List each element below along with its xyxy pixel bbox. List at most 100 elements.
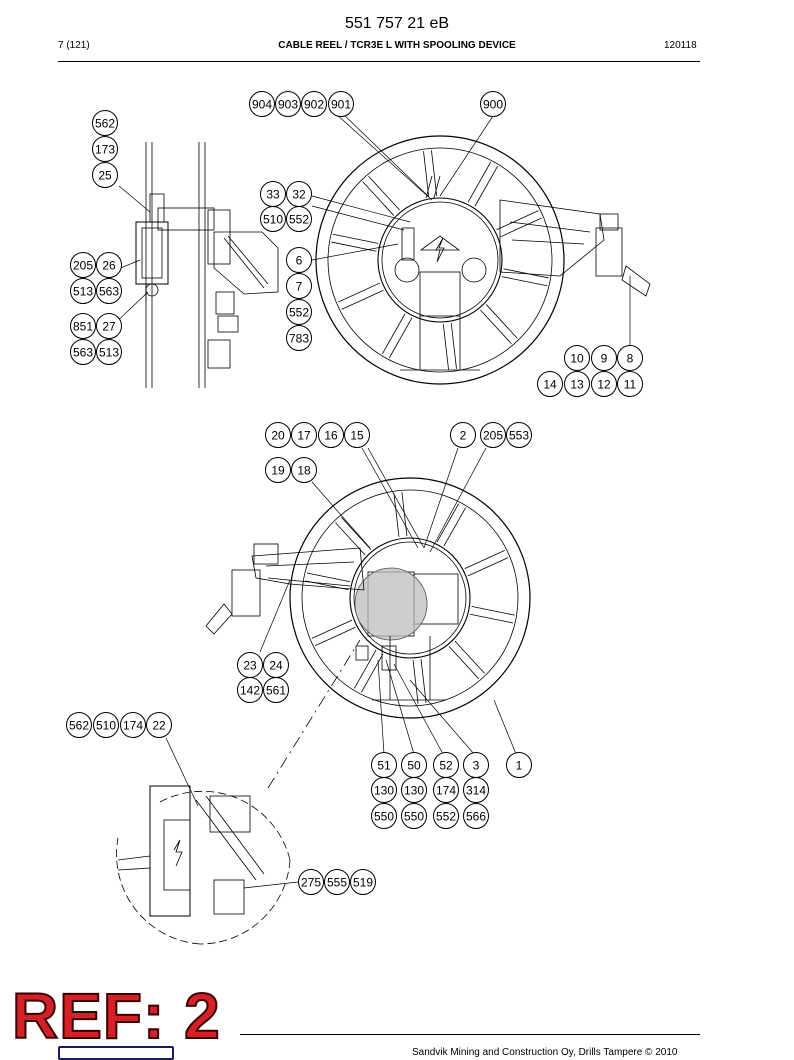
part-number: 902 <box>304 98 324 112</box>
part-callout: 8 <box>617 345 643 371</box>
leader-lines <box>109 111 631 889</box>
part-number: 562 <box>69 719 89 733</box>
part-callout: 27 <box>96 313 122 339</box>
part-number: 52 <box>439 759 453 773</box>
part-callout: 783 <box>286 325 312 351</box>
part-number: 566 <box>466 810 486 824</box>
part-callout: 173 <box>92 136 118 162</box>
part-number: 510 <box>96 719 116 733</box>
part-callout: 510 <box>260 206 286 232</box>
footer-divider <box>240 1034 700 1035</box>
part-callout: 130 <box>401 777 427 803</box>
part-number: 901 <box>331 98 351 112</box>
part-number: 904 <box>252 98 272 112</box>
part-number: 11 <box>624 378 637 392</box>
part-callout: 555 <box>324 869 350 895</box>
part-callout: 550 <box>371 803 397 829</box>
part-callout: 174 <box>433 777 459 803</box>
part-number: 205 <box>73 259 93 273</box>
part-callout: 7 <box>286 273 312 299</box>
part-callout: 552 <box>286 299 312 325</box>
part-number: 552 <box>289 213 309 227</box>
part-callout: 16 <box>318 422 344 448</box>
part-number: 23 <box>243 659 257 673</box>
part-callout: 566 <box>463 803 489 829</box>
part-callout: 3 <box>463 752 489 778</box>
part-number: 510 <box>263 213 283 227</box>
part-callout: 902 <box>301 91 327 117</box>
part-callout: 10 <box>564 345 590 371</box>
part-number: 27 <box>102 320 116 334</box>
part-callout: 552 <box>433 803 459 829</box>
part-number: 550 <box>374 810 394 824</box>
part-number: 173 <box>95 143 115 157</box>
part-number: 32 <box>292 188 306 202</box>
part-number: 10 <box>570 352 584 366</box>
part-number: 51 <box>377 759 391 773</box>
part-callout: 6 <box>286 247 312 273</box>
part-number: 130 <box>404 784 424 798</box>
part-callout: 904 <box>249 91 275 117</box>
part-callout: 513 <box>70 278 96 304</box>
part-number: 22 <box>152 719 166 733</box>
part-callout: 52 <box>433 752 459 778</box>
part-callout: 174 <box>120 712 146 738</box>
date-code: 120118 <box>664 40 697 51</box>
part-number: 24 <box>269 659 283 673</box>
part-number: 174 <box>123 719 143 733</box>
part-number: 2 <box>460 429 467 443</box>
part-number: 16 <box>324 429 338 443</box>
drawing-lines <box>109 111 651 945</box>
part-number: 6 <box>296 254 303 268</box>
part-callout: 12 <box>591 371 617 397</box>
part-number: 563 <box>99 285 119 299</box>
part-number: 550 <box>404 810 424 824</box>
part-number: 130 <box>374 784 394 798</box>
part-callout: 11 <box>617 371 643 397</box>
part-number: 174 <box>436 784 456 798</box>
header-divider <box>58 61 700 62</box>
part-number: 9 <box>601 352 608 366</box>
part-number: 561 <box>266 684 286 698</box>
part-number: 205 <box>483 429 503 443</box>
part-callout: 900 <box>480 91 506 117</box>
part-number: 7 <box>296 280 303 294</box>
part-callout: 17 <box>291 422 317 448</box>
part-callout: 562 <box>66 712 92 738</box>
part-callout: 18 <box>291 457 317 483</box>
part-callout: 23 <box>237 652 263 678</box>
part-number: 20 <box>271 429 285 443</box>
part-number: 50 <box>407 759 421 773</box>
part-callout: 26 <box>96 252 122 278</box>
part-number: 17 <box>297 429 311 443</box>
reel-side-view <box>135 142 279 388</box>
part-callout: 562 <box>92 110 118 136</box>
part-callout: 19 <box>265 457 291 483</box>
part-callout: 1 <box>506 752 532 778</box>
part-callout: 33 <box>260 181 286 207</box>
part-number: 903 <box>278 98 298 112</box>
part-callout: 519 <box>350 869 376 895</box>
part-number: 513 <box>73 285 93 299</box>
part-number: 519 <box>353 876 373 890</box>
part-number: 513 <box>99 346 119 360</box>
reel-front-view-bottom <box>205 477 531 719</box>
part-callout: 9 <box>591 345 617 371</box>
part-callout: 550 <box>401 803 427 829</box>
part-callout: 2 <box>450 422 476 448</box>
part-number: 25 <box>98 169 112 183</box>
part-number: 552 <box>289 306 309 320</box>
part-number: 3 <box>473 759 480 773</box>
document-number: 551 757 21 eB <box>344 15 450 32</box>
part-number: 142 <box>240 684 260 698</box>
part-number: 18 <box>297 464 311 478</box>
part-number: 851 <box>73 320 93 334</box>
part-number: 563 <box>73 346 93 360</box>
part-callout: 25 <box>92 162 118 188</box>
part-number: 1 <box>516 759 523 773</box>
part-callout: 20 <box>265 422 291 448</box>
part-callout: 22 <box>146 712 172 738</box>
part-number: 26 <box>102 259 116 273</box>
